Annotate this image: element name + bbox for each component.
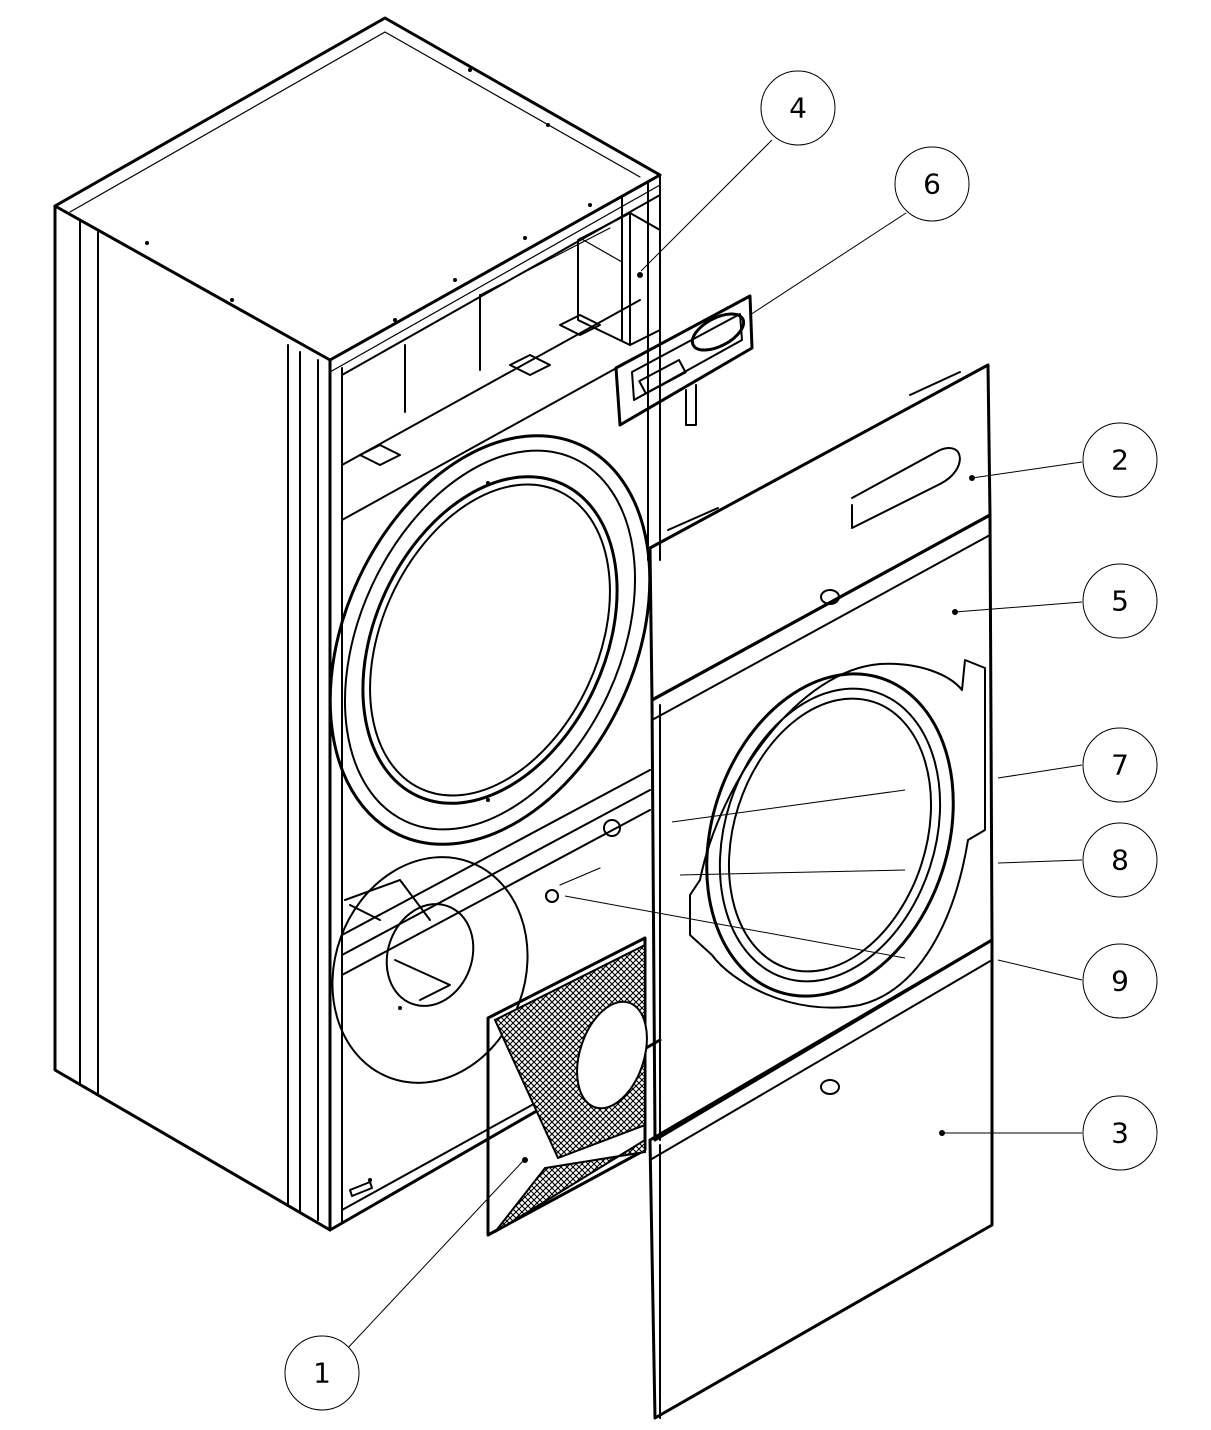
svg-text:3: 3	[1111, 1117, 1129, 1150]
callout-9: 9	[1082, 943, 1158, 1019]
svg-text:5: 5	[1111, 585, 1129, 618]
control-panel	[614, 294, 754, 427]
callout-3: 3	[1082, 1095, 1158, 1171]
lower-panel	[648, 938, 994, 1420]
svg-text:2: 2	[1111, 444, 1129, 477]
callout-6: 6	[894, 146, 970, 222]
callout-2: 2	[1082, 422, 1158, 498]
callout-1: 1	[284, 1335, 360, 1411]
svg-text:6: 6	[923, 168, 941, 201]
control-bracket	[577, 212, 661, 346]
leader-lines	[345, 139, 1083, 1351]
svg-text:9: 9	[1111, 965, 1129, 998]
callout-5: 5	[1082, 563, 1158, 639]
callout-8: 8	[1082, 822, 1158, 898]
middle-panel	[650, 513, 994, 1142]
callout-4: 4	[760, 70, 836, 146]
upper-panel	[648, 363, 992, 702]
svg-text:7: 7	[1111, 749, 1129, 782]
svg-text:4: 4	[789, 92, 807, 125]
lint-filter	[486, 936, 648, 1237]
callout-7: 7	[1082, 727, 1158, 803]
svg-text:1: 1	[313, 1357, 331, 1390]
svg-text:8: 8	[1111, 844, 1129, 877]
